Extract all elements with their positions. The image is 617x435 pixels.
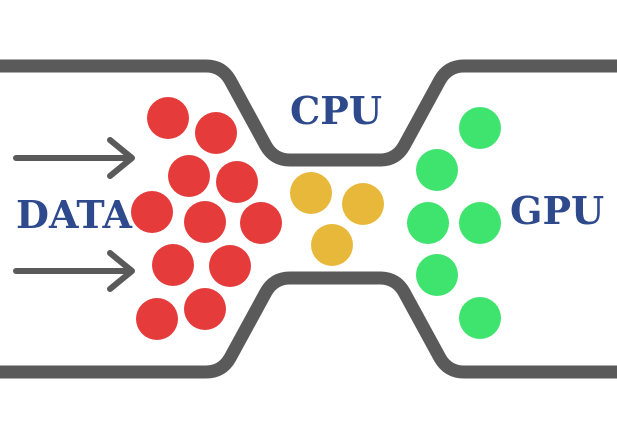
- data-dot: [168, 155, 210, 197]
- arrow-bottom-icon: [13, 250, 135, 292]
- arrow-top-icon: [13, 137, 135, 179]
- cpu-dots: [290, 172, 384, 266]
- data-dot: [216, 161, 258, 203]
- data-dot: [147, 97, 189, 139]
- cpu-dot: [342, 183, 384, 225]
- pipe-top-wall: [0, 59, 617, 167]
- cpu-label: CPU: [290, 88, 382, 133]
- data-dot: [184, 288, 226, 330]
- gpu-dot: [416, 149, 458, 191]
- data-dot: [152, 244, 194, 286]
- data-dots: [131, 97, 282, 340]
- data-dot: [136, 298, 178, 340]
- gpu-dot: [459, 297, 501, 339]
- cpu-dot: [290, 172, 332, 214]
- data-dot: [195, 112, 237, 154]
- cpu-dot: [311, 224, 353, 266]
- data-dot: [209, 245, 251, 287]
- gpu-label: GPU: [510, 188, 604, 233]
- gpu-dot: [459, 202, 501, 244]
- gpu-dot: [416, 254, 458, 296]
- gpu-dot: [459, 107, 501, 149]
- gpu-dot: [407, 202, 449, 244]
- data-dot: [184, 201, 226, 243]
- data-dot: [131, 191, 173, 233]
- data-label: DATA: [16, 192, 133, 237]
- gpu-dots: [407, 107, 501, 339]
- data-dot: [240, 202, 282, 244]
- pipe-bottom-wall: [0, 271, 617, 379]
